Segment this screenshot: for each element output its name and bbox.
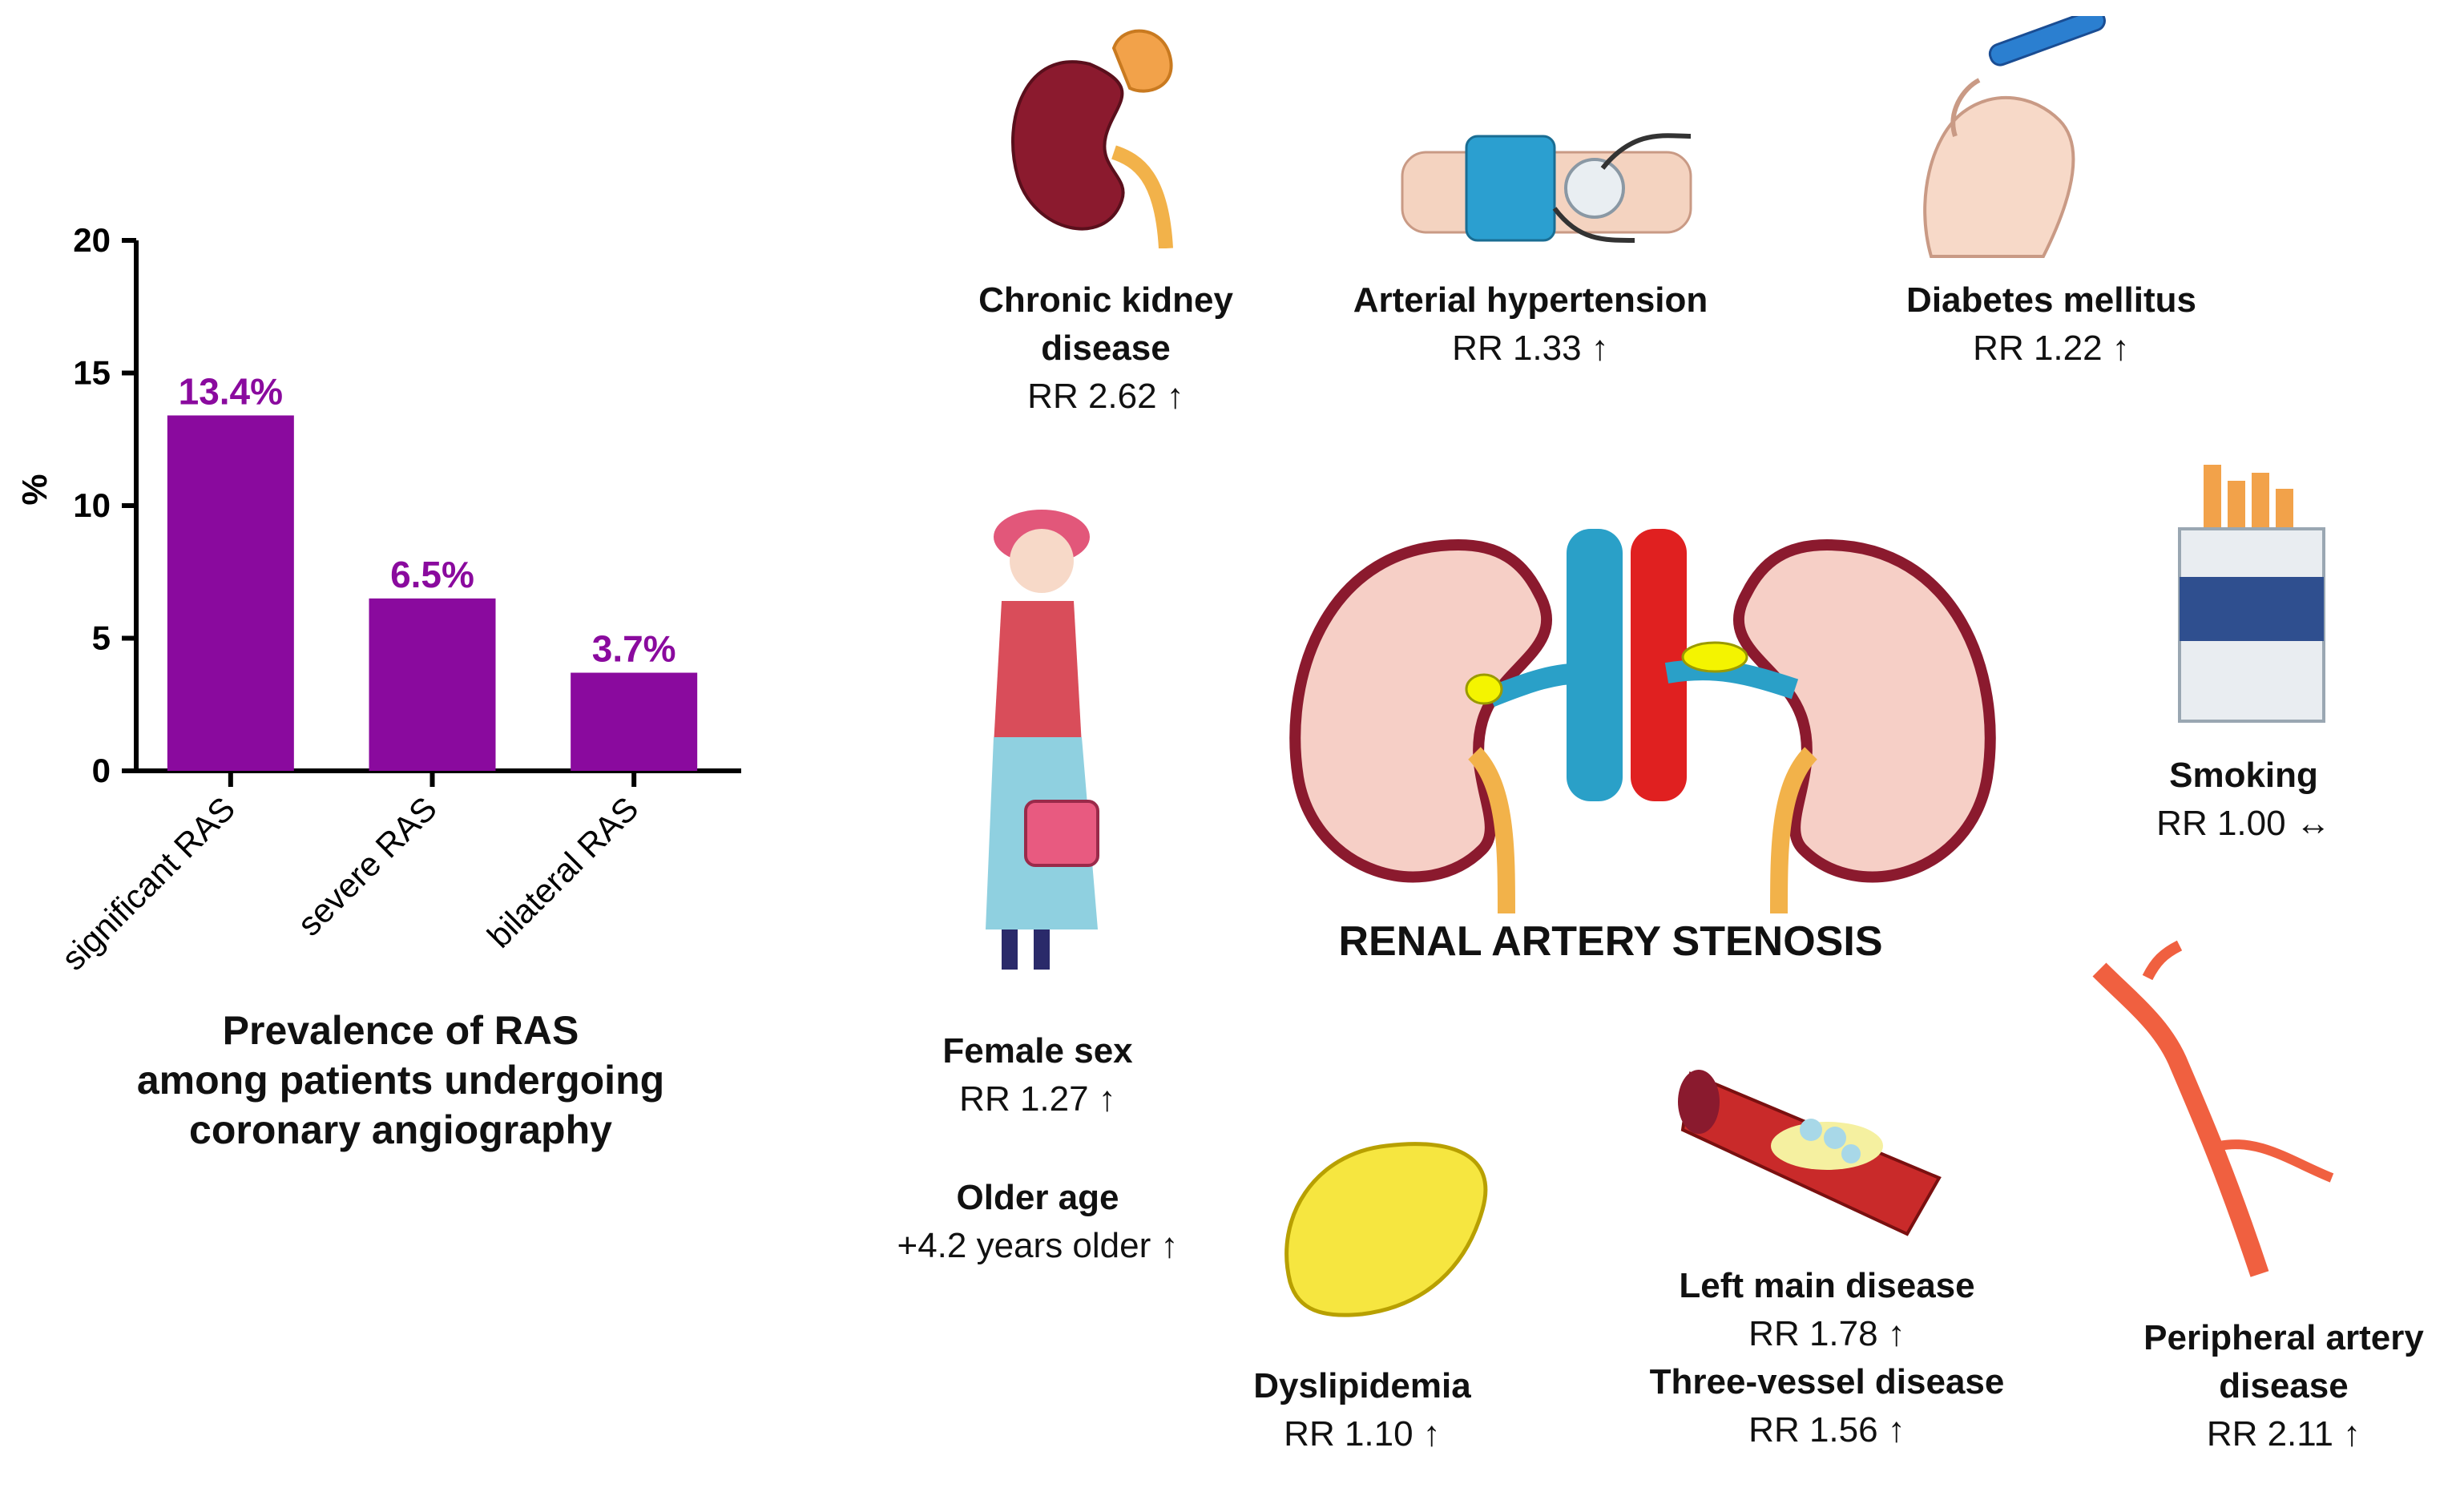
caption-line-1: Prevalence of RAS xyxy=(222,1008,579,1053)
factor-pad-value: RR 2.11 ↑ xyxy=(2206,1414,2361,1454)
factor-diabetes-title: Diabetes mellitus xyxy=(1906,280,2196,320)
factor-ckd-title-2: disease xyxy=(1041,329,1171,368)
factor-female-title: Female sex xyxy=(942,1031,1133,1071)
y-tick-label: 20 xyxy=(73,221,111,259)
factor-dyslipidemia: Dyslipidemia RR 1.10 ↑ xyxy=(1202,1362,1522,1458)
blood-pressure-cuff-illustration xyxy=(1401,133,1692,243)
peripheral-artery-illustration xyxy=(2092,940,2334,1277)
factor-three-vessel-title: Three-vessel disease xyxy=(1649,1362,2005,1401)
factor-pad: Peripheral artery disease RR 2.11 ↑ xyxy=(2115,1314,2452,1458)
factor-hypertension-title: Arterial hypertension xyxy=(1353,280,1708,320)
bar-bilateral-ras xyxy=(571,672,698,771)
bar-value-label: 6.5% xyxy=(390,554,474,595)
factor-left-main-value: RR 1.78 ↑ xyxy=(1748,1314,1905,1353)
factor-pad-title-2: disease xyxy=(2219,1366,2349,1405)
factor-pad-title-1: Peripheral artery xyxy=(2143,1318,2424,1357)
caption-line-2: among patients undergoing xyxy=(136,1058,665,1103)
factor-smoking: Smoking RR 1.00 ↔ xyxy=(2083,752,2404,848)
x-tick-label: bilateral RAS xyxy=(480,789,646,955)
factor-ckd: Chronic kidney disease RR 2.62 ↑ xyxy=(930,276,1282,421)
bar-severe-ras xyxy=(369,598,496,771)
factor-left-main-title: Left main disease xyxy=(1679,1266,1975,1305)
chart-caption: Prevalence of RAS among patients undergo… xyxy=(32,1006,769,1155)
factor-female-sex: Female sex RR 1.27 ↑ xyxy=(881,1027,1194,1123)
factor-dyslipidemia-value: RR 1.10 ↑ xyxy=(1284,1414,1441,1454)
adipose-tissue-illustration xyxy=(1284,1142,1488,1317)
y-tick-label: 15 xyxy=(73,354,111,392)
factor-left-main: Left main disease RR 1.78 ↑ Three-vessel… xyxy=(1595,1262,2059,1454)
atherosclerotic-artery-illustration xyxy=(1678,1070,1942,1236)
factor-age-value: +4.2 years older ↑ xyxy=(897,1226,1179,1265)
caption-line-3: coronary angiography xyxy=(189,1107,612,1152)
y-tick-label: 10 xyxy=(73,486,111,524)
factor-diabetes: Diabetes mellitus RR 1.22 ↑ xyxy=(1819,276,2284,373)
factor-female-value: RR 1.27 ↑ xyxy=(959,1079,1116,1119)
factor-ckd-title-1: Chronic kidney xyxy=(978,280,1233,320)
factor-older-age: Older age +4.2 years older ↑ xyxy=(833,1174,1242,1270)
renal-artery-kidneys-illustration xyxy=(1289,529,1996,913)
factor-hypertension: Arterial hypertension RR 1.33 ↑ xyxy=(1314,276,1747,373)
y-tick-label: 5 xyxy=(92,619,111,657)
x-tick-label: significant RAS xyxy=(54,789,243,978)
factor-hypertension-value: RR 1.33 ↑ xyxy=(1452,329,1609,368)
cigarette-pack-illustration xyxy=(2178,465,2325,723)
bar-significant-ras xyxy=(167,415,294,771)
x-tick-label: severe RAS xyxy=(290,789,444,943)
kidney-illustration xyxy=(1011,29,1173,248)
bar-value-label: 13.4% xyxy=(179,370,283,412)
prevalence-bar-chart: 0 5 10 15 20% 13.4% significant RAS 6.5% severe… xyxy=(15,221,741,978)
factor-smoking-value: RR 1.00 ↔ xyxy=(2156,804,2331,843)
renal-artery-stenosis-title: RENAL ARTERY STENOSIS xyxy=(1338,918,1883,965)
y-tick-label: 0 xyxy=(92,752,111,789)
glucose-lancet-illustration xyxy=(1923,16,2106,258)
factor-ckd-value: RR 2.62 ↑ xyxy=(1027,377,1184,416)
factor-smoking-title: Smoking xyxy=(2169,756,2318,795)
factor-age-title: Older age xyxy=(956,1178,1119,1217)
elderly-woman-illustration xyxy=(986,510,1099,970)
bar-value-label: 3.7% xyxy=(592,628,676,670)
factor-three-vessel-value: RR 1.56 ↑ xyxy=(1748,1410,1905,1450)
y-axis-label: % xyxy=(15,474,54,505)
factor-diabetes-value: RR 1.22 ↑ xyxy=(1973,329,2130,368)
chart-bars xyxy=(167,415,698,771)
factor-dyslipidemia-title: Dyslipidemia xyxy=(1253,1366,1471,1405)
